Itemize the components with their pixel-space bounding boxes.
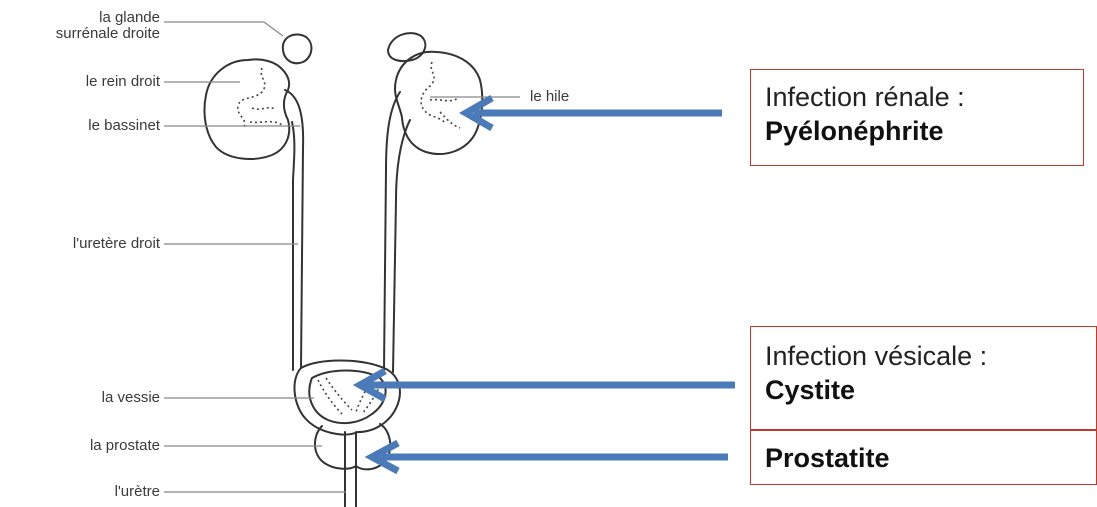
arrow-prostate — [372, 443, 728, 471]
adrenal-gland-right — [283, 35, 312, 64]
label-prostate: la prostate — [20, 438, 160, 454]
kidney-left — [395, 52, 482, 154]
label-renal-pelvis: le bassinet — [20, 118, 160, 134]
label-hilum: le hile — [530, 89, 569, 105]
label-kidney: le rein droit — [20, 74, 160, 90]
label-ureter: l'uretère droit — [10, 236, 160, 252]
kidney-right — [204, 59, 289, 159]
callout-prostate-diagnosis: Prostatite — [765, 441, 1096, 475]
label-urethra: l'urètre — [20, 484, 160, 500]
label-adrenal-gland: la glande surrénale droite — [20, 10, 160, 42]
callout-renal-diagnosis: Pyélonéphrite — [765, 114, 1083, 148]
adrenal-gland-left — [388, 33, 425, 61]
callout-prostate: Prostatite — [750, 430, 1097, 485]
callout-renal: Infection rénale : Pyélonéphrite — [750, 69, 1084, 166]
label-bladder: la vessie — [20, 390, 160, 406]
callout-vesical-title: Infection vésicale : — [765, 339, 1096, 373]
callout-vesical-diagnosis: Cystite — [765, 373, 1096, 407]
callout-renal-title: Infection rénale : — [765, 80, 1083, 114]
arrow-vesical — [360, 371, 735, 399]
callout-arrows — [360, 98, 735, 471]
callout-vesical: Infection vésicale : Cystite — [750, 326, 1097, 430]
ureter-right — [285, 90, 303, 370]
arrow-renal — [466, 98, 722, 128]
